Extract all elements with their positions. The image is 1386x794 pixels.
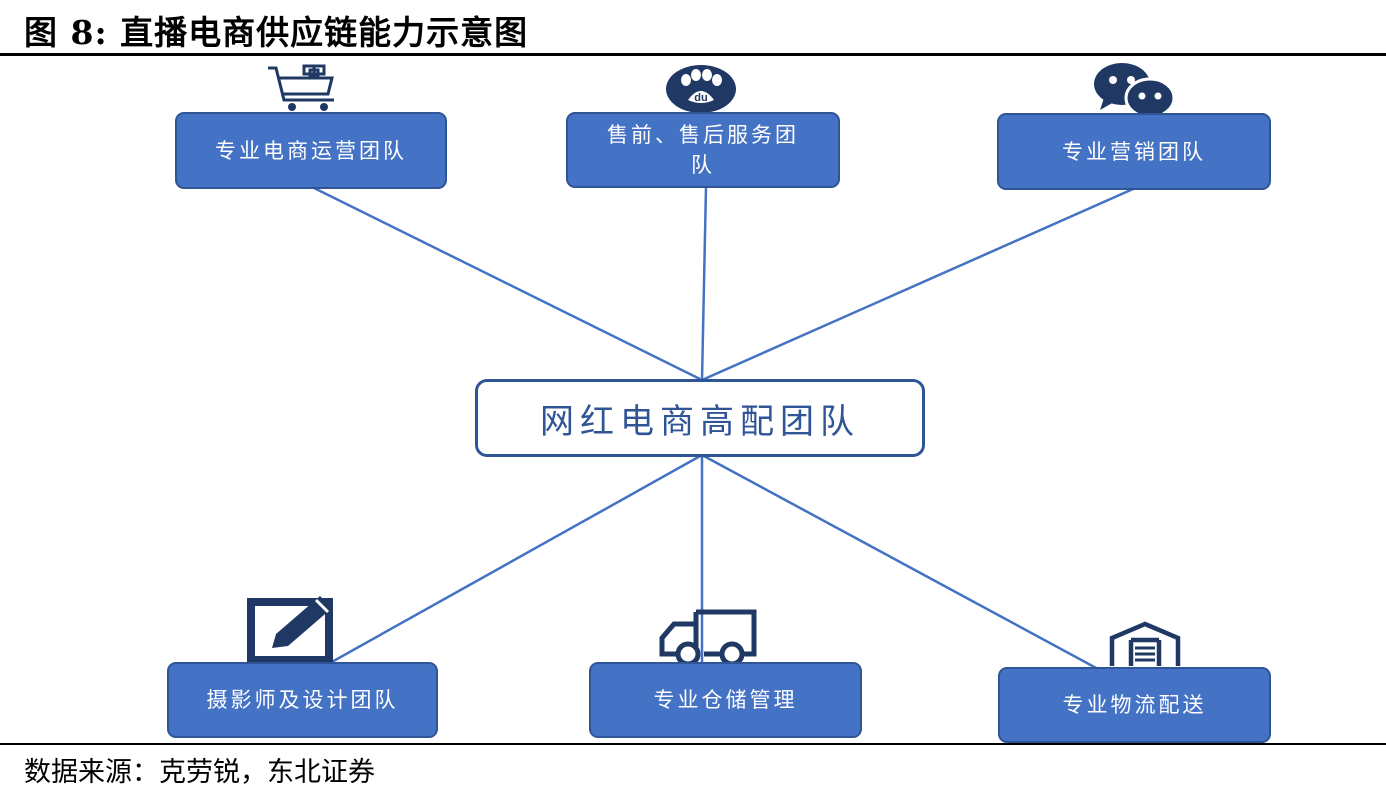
bottom-rule [0,743,1386,745]
node-ecommerce-ops: 专业电商运营团队 [175,112,447,189]
connector-marketing [701,187,1134,382]
node-storage-label: 专业仓储管理 [653,688,798,712]
baidu-paw-icon: du [666,65,736,113]
center-node-label: 网红电商高配团队 [540,401,860,442]
top-rule [0,53,1386,56]
node-marketing: 专业营销团队 [997,113,1271,190]
shopping-cart-icon [268,64,334,111]
figure-source: 数据来源：克劳锐，东北证券 [24,757,375,788]
node-marketing-label: 专业营销团队 [1062,139,1206,164]
node-design: 摄影师及设计团队 [167,662,438,738]
svg-text:du: du [694,92,707,104]
node-storage: 专业仓储管理 [589,662,862,738]
connector-ops [311,185,703,382]
wechat-icon [1094,63,1176,120]
node-ecommerce-ops-label: 专业电商运营团队 [215,138,407,163]
node-customer-service: 售前、售后服务团队 [566,112,840,188]
node-logistics: 专业物流配送 [998,667,1271,743]
delivery-truck-icon [659,609,757,667]
connector-design [329,453,703,665]
node-design-label: 摄影师及设计团队 [206,688,399,712]
figure-title: 图 8: 直播电商供应链能力示意图 [24,13,529,52]
connector-logistics [701,453,1099,671]
warehouse-icon [1109,621,1181,666]
connector-service [700,186,708,381]
edit-pencil-icon [247,596,333,664]
center-node: 网红电商高配团队 [475,379,925,457]
node-logistics-label: 专业物流配送 [1062,693,1207,717]
node-customer-service-label: 售前、售后服务团队 [607,123,799,177]
